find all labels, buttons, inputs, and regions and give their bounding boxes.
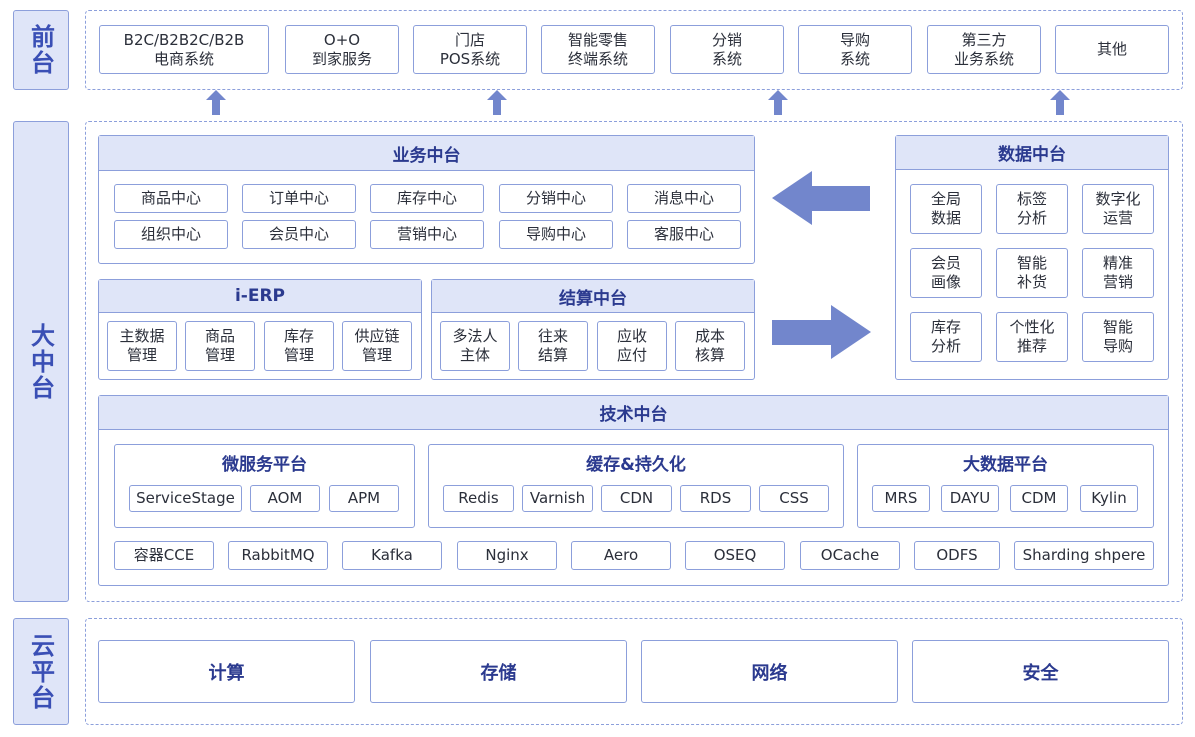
microservice-item-servicestage: ServiceStage	[129, 485, 242, 512]
front-system-pos: 门店 POS系统	[413, 25, 527, 74]
up-arrow-icon	[487, 90, 507, 115]
front-system-o2o: O+O 到家服务	[285, 25, 399, 74]
business-platform-title: 业务中台	[99, 136, 754, 171]
bigdata-item-mrs: MRS	[872, 485, 930, 512]
settlement-item-multi-entity: 多法人 主体	[440, 321, 510, 371]
data-item-global-data: 全局 数据	[910, 184, 982, 234]
tech-item-oseq: OSEQ	[685, 541, 785, 570]
ierp-item-product: 商品 管理	[185, 321, 255, 371]
ierp-item-supply-chain: 供应链 管理	[342, 321, 412, 371]
bigdata-item-kylin: Kylin	[1080, 485, 1138, 512]
cloud-item-network: 网络	[641, 640, 898, 703]
tech-item-nginx: Nginx	[457, 541, 557, 570]
settlement-title: 结算中台	[432, 280, 754, 313]
cloud-item-security: 安全	[912, 640, 1169, 703]
layer-cloud-label: 云平台	[13, 618, 69, 725]
settlement-item-cost-accounting: 成本 核算	[675, 321, 745, 371]
data-item-smart-replenish: 智能 补货	[996, 248, 1068, 298]
front-system-other: 其他	[1055, 25, 1169, 74]
bigdata-item-dayu: DAYU	[941, 485, 999, 512]
tech-item-rabbitmq: RabbitMQ	[228, 541, 328, 570]
front-layer-container	[85, 10, 1183, 90]
cache-item-css: CSS	[759, 485, 829, 512]
data-item-personalized-rec: 个性化 推荐	[996, 312, 1068, 362]
business-item-organization: 组织中心	[114, 220, 228, 249]
tech-item-kafka: Kafka	[342, 541, 442, 570]
business-item-marketing: 营销中心	[370, 220, 484, 249]
bigdata-item-cdm: CDM	[1010, 485, 1068, 512]
data-item-precision-marketing: 精准 营销	[1082, 248, 1154, 298]
bigdata-title: 大数据平台	[963, 454, 1048, 475]
tech-item-aero: Aero	[571, 541, 671, 570]
data-item-member-profile: 会员 画像	[910, 248, 982, 298]
business-item-distribution: 分销中心	[499, 184, 613, 213]
layer-front-label: 前台	[13, 10, 69, 90]
front-system-ecommerce: B2C/B2B2C/B2B 电商系统	[99, 25, 269, 74]
business-item-order: 订单中心	[242, 184, 356, 213]
settlement-item-transactions: 往来 结算	[518, 321, 588, 371]
up-arrow-icon	[1050, 90, 1070, 115]
cache-title: 缓存&持久化	[586, 454, 686, 475]
business-item-inventory: 库存中心	[370, 184, 484, 213]
data-item-digital-ops: 数字化 运营	[1082, 184, 1154, 234]
up-arrow-icon	[768, 90, 788, 115]
tech-item-sharding-sphere: Sharding shpere	[1014, 541, 1154, 570]
data-platform-title: 数据中台	[896, 136, 1168, 170]
data-item-inventory-analysis: 库存 分析	[910, 312, 982, 362]
tech-platform-title: 技术中台	[99, 396, 1168, 430]
front-system-distribution: 分销 系统	[670, 25, 784, 74]
ierp-item-inventory: 库存 管理	[264, 321, 334, 371]
cache-item-cdn: CDN	[601, 485, 672, 512]
cloud-item-storage: 存储	[370, 640, 627, 703]
business-item-customer-service: 客服中心	[627, 220, 741, 249]
microservice-title: 微服务平台	[222, 454, 307, 475]
front-system-guide: 导购 系统	[798, 25, 912, 74]
business-item-member: 会员中心	[242, 220, 356, 249]
tech-item-ocache: OCache	[800, 541, 900, 570]
front-system-smart-retail: 智能零售 终端系统	[541, 25, 655, 74]
business-item-product: 商品中心	[114, 184, 228, 213]
business-item-message: 消息中心	[627, 184, 741, 213]
microservice-item-aom: AOM	[250, 485, 320, 512]
middle-layer-container	[85, 121, 1183, 602]
tech-item-odfs: ODFS	[914, 541, 1000, 570]
ierp-item-master-data: 主数据 管理	[107, 321, 177, 371]
cache-item-varnish: Varnish	[522, 485, 593, 512]
up-arrow-icon	[206, 90, 226, 115]
cache-item-rds: RDS	[680, 485, 751, 512]
business-item-guide: 导购中心	[499, 220, 613, 249]
microservice-item-apm: APM	[329, 485, 399, 512]
ierp-title: i-ERP	[99, 280, 421, 313]
data-item-smart-guide: 智能 导购	[1082, 312, 1154, 362]
front-system-third-party: 第三方 业务系统	[927, 25, 1041, 74]
settlement-item-receivable-payable: 应收 应付	[597, 321, 667, 371]
cloud-layer-container	[85, 618, 1183, 725]
layer-middle-label: 大中台	[13, 121, 69, 602]
cache-item-redis: Redis	[443, 485, 514, 512]
tech-item-cce: 容器CCE	[114, 541, 214, 570]
cloud-item-compute: 计算	[98, 640, 355, 703]
data-item-tag-analysis: 标签 分析	[996, 184, 1068, 234]
